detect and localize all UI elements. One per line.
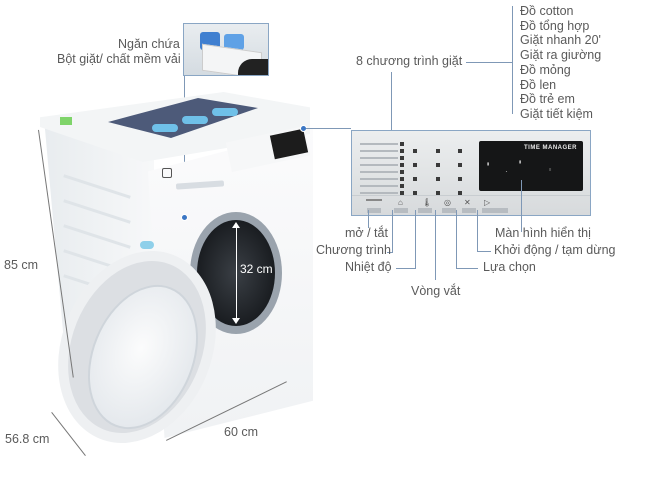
start-pause-callout-line <box>477 210 478 251</box>
detergent-drawer-label-line1: Ngăn chứa <box>118 37 180 51</box>
programs-horizontal-line <box>466 62 512 63</box>
program-item: Giặt ra giường <box>520 48 602 63</box>
panel-buttons-row: ⌂ 🌡 ◎ ✕ ▷ <box>352 195 590 216</box>
temperature-callout-line <box>415 210 416 269</box>
programs-bracket-line <box>512 6 513 114</box>
display-title: TIME MANAGER <box>524 145 577 151</box>
program-item: Giặt tiết kiệm <box>520 106 593 121</box>
width-dimension: 60 cm <box>224 425 259 439</box>
power-button-icon[interactable] <box>366 199 382 201</box>
door-height-arrow <box>236 226 237 320</box>
door-hinge <box>140 241 154 249</box>
power-callout-line <box>368 210 369 228</box>
program-item: Đồ cotton <box>520 4 574 18</box>
door-arrow-up-icon <box>232 222 240 228</box>
program-list: Đồ cotton Đồ tổng hợp Giặt nhanh 20' Giặ… <box>520 4 601 122</box>
temperature-button-icon[interactable]: 🌡 <box>422 198 433 207</box>
door-arrow-down-icon <box>232 318 240 324</box>
detergent-callout-dot-icon <box>181 214 188 221</box>
program-item: Đồ tổng hợp <box>520 18 590 33</box>
detergent-drawer-inset-photo <box>183 23 269 76</box>
spin-callout-line <box>435 210 436 280</box>
power-label: mở / tắt <box>345 226 388 240</box>
electrolux-logo-icon <box>162 168 172 178</box>
program-item: Đồ len <box>520 77 557 92</box>
program-dial-area <box>358 141 478 195</box>
spin-label: Vòng vắt <box>411 284 461 298</box>
height-dimension: 85 cm <box>4 258 39 272</box>
program-button-icon[interactable]: ⌂ <box>398 198 403 207</box>
detergent-drawer-label-line2: Bột giặt/ chất mềm vải <box>57 52 181 66</box>
temperature-label: Nhiệt độ <box>345 260 392 274</box>
time-manager-display: TIME MANAGER ▮ ▮ ◔ ≡ <box>479 141 583 191</box>
door-opening-dimension: 32 cm <box>240 262 273 276</box>
program-callout-line <box>392 210 393 253</box>
program-label: Chương trình <box>316 243 391 257</box>
programs-label: 8 chương trình giặt <box>356 54 463 68</box>
program-item: Giặt nhanh 20' <box>520 33 601 48</box>
programs-drop-line <box>391 72 392 144</box>
program-item: Đồ mỏng <box>520 62 571 77</box>
options-label: Lựa chọn <box>483 260 536 274</box>
depth-dimension: 56.8 cm <box>5 432 50 446</box>
panel-callout-line <box>306 128 351 129</box>
options-callout-line <box>456 210 457 268</box>
control-panel-closeup: TIME MANAGER ▮ ▮ ◔ ≡ ⌂ 🌡 ◎ ✕ ▷ <box>351 130 591 216</box>
display-callout-line <box>521 180 522 232</box>
spin-button-icon[interactable]: ◎ <box>444 198 451 207</box>
program-item: Đồ trẻ em <box>520 92 575 107</box>
options-button-icon[interactable]: ✕ <box>464 198 471 207</box>
start-pause-label: Khởi động / tạm dừng <box>494 243 616 257</box>
display-label: Màn hình hiển thị <box>495 226 591 240</box>
energy-label-sticker <box>60 117 72 125</box>
start-pause-button-icon[interactable]: ▷ <box>484 198 491 207</box>
